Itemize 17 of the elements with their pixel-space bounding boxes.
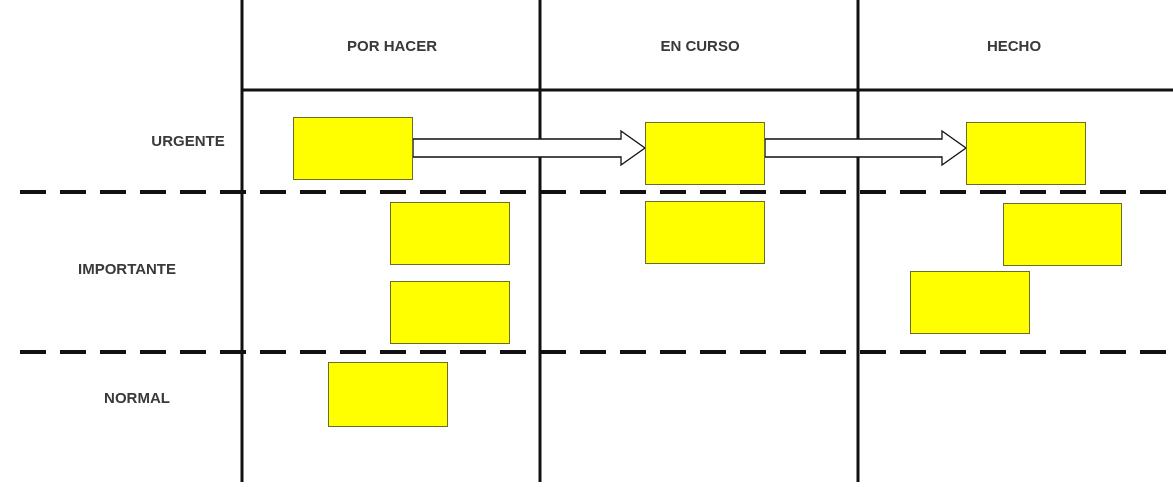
- sticky-note: [293, 117, 413, 180]
- sticky-note: [1003, 203, 1122, 266]
- sticky-note: [390, 202, 510, 265]
- row-label: IMPORTANTE: [77, 259, 177, 277]
- sticky-note: [966, 122, 1086, 185]
- column-header: POR HACER: [347, 36, 437, 54]
- sticky-note: [390, 281, 510, 344]
- row-label: NORMAL: [104, 388, 170, 406]
- sticky-note: [328, 362, 448, 427]
- sticky-note: [645, 201, 765, 264]
- sticky-note: [910, 271, 1030, 334]
- block-arrow: [412, 129, 647, 167]
- row-label: URGENTE: [151, 131, 225, 149]
- sticky-note: [645, 122, 765, 185]
- column-header: EN CURSO: [660, 36, 740, 54]
- block-arrow: [764, 129, 968, 167]
- column-header: HECHO: [986, 36, 1042, 54]
